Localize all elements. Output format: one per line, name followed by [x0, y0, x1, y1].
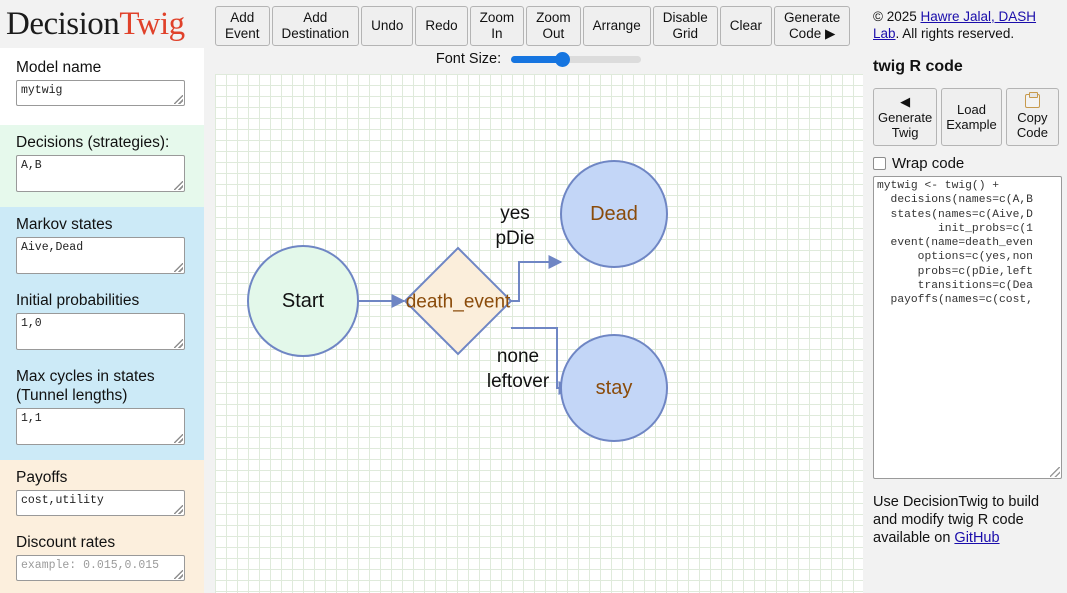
copyright-notice: © 2025 Hawre Jalal, DASH Lab. All rights… [873, 8, 1059, 42]
redo-button[interactable]: Redo [415, 5, 468, 46]
twig-code-textarea[interactable]: mytwig <- twig() + decisions(names=c(A,B… [873, 176, 1062, 479]
discount-rates-label: Discount rates [16, 534, 116, 551]
node-death-event-label: death_event [406, 292, 511, 313]
add-event-button[interactable]: Add Event [215, 5, 270, 46]
model-name-input[interactable] [16, 80, 185, 106]
wrap-code-checkbox[interactable] [873, 157, 886, 170]
font-size-slider[interactable] [511, 52, 642, 67]
markov-states-label: Markov states [16, 216, 113, 233]
right-panel: © 2025 Hawre Jalal, DASH Lab. All rights… [863, 0, 1067, 593]
zoom-out-button[interactable]: Zoom Out [526, 5, 581, 46]
decisions-label: Decisions (strategies): [16, 134, 170, 151]
edge-label-yes: yes [500, 203, 530, 224]
markov-states-input[interactable] [16, 237, 185, 274]
initial-probabilities-label: Initial probabilities [16, 292, 140, 309]
node-stay[interactable] [560, 334, 668, 442]
model-name-section: Model name [0, 48, 204, 125]
logo-text-decision: Decision [6, 6, 120, 42]
app-logo: DecisionTwig [0, 0, 204, 48]
dash-lab-link[interactable]: Hawre Jalal, DASH Lab [873, 9, 1037, 41]
diagram-svg[interactable]: Start death_event Dead stay yes pDie non… [215, 74, 863, 593]
twig-code-title: twig R code [873, 58, 963, 75]
slider-track [511, 56, 642, 63]
undo-button[interactable]: Undo [361, 5, 414, 46]
payoffs-label: Payoffs [16, 469, 68, 486]
load-example-button[interactable]: Load Example [941, 88, 1002, 146]
node-stay-label: stay [596, 377, 633, 399]
decisions-section: Decisions (strategies): [0, 125, 204, 207]
initial-probabilities-input[interactable] [16, 313, 185, 350]
generate-twig-label: Generate Twig [878, 109, 933, 140]
font-size-label: Font Size: [435, 51, 502, 67]
edge-label-pdie: pDie [495, 228, 534, 249]
font-size-row: Font Size: [204, 48, 863, 70]
clipboard-icon [1024, 91, 1040, 108]
edge-label-leftover: leftover [487, 371, 550, 392]
node-dead-label: Dead [590, 203, 638, 225]
github-link[interactable]: GitHub [954, 530, 1000, 546]
payoffs-section: Payoffs Discount rates [0, 460, 204, 593]
payoffs-input[interactable] [16, 490, 185, 516]
code-actions-row: ◀ Generate Twig Load Example Copy Code [873, 88, 1059, 146]
disable-grid-button[interactable]: Disable Grid [652, 5, 718, 46]
left-sidebar: DecisionTwig Model name Decisions (strat… [0, 0, 204, 593]
wrap-code-label: Wrap code [892, 155, 965, 172]
decisions-input[interactable] [16, 155, 185, 192]
generate-twig-button[interactable]: ◀ Generate Twig [873, 88, 938, 146]
copyright-suffix: . All rights reserved. [895, 26, 1015, 41]
copyright-prefix: © 2025 [873, 9, 921, 24]
edge-death-event-to-dead [511, 255, 563, 302]
clear-button[interactable]: Clear [719, 5, 772, 46]
node-dead[interactable] [560, 160, 668, 268]
footnote: Use DecisionTwig to build and modify twi… [873, 493, 1059, 547]
copy-code-label: Copy Code [1016, 110, 1048, 140]
generate-code-button[interactable]: Generate Code ▶ [774, 5, 851, 46]
slider-fill [511, 56, 561, 63]
code-content: mytwig <- twig() + decisions(names=c(A,B… [877, 180, 1033, 307]
copy-code-button[interactable]: Copy Code [1005, 88, 1059, 146]
zoom-in-button[interactable]: Zoom In [469, 5, 525, 46]
node-start-label: Start [282, 290, 325, 312]
max-cycles-input[interactable] [16, 408, 185, 445]
add-destination-button[interactable]: Add Destination [271, 5, 360, 46]
max-cycles-label: Max cycles in states (Tunnel lengths) [16, 368, 155, 404]
node-death-event[interactable] [403, 246, 513, 356]
edge-label-none: none [497, 346, 539, 367]
model-name-label: Model name [16, 59, 102, 76]
logo-text-twig: Twig [119, 6, 185, 42]
arrange-button[interactable]: Arrange [582, 5, 651, 46]
wrap-code-row[interactable]: Wrap code [873, 155, 1059, 172]
left-triangle-icon: ◀ [900, 93, 911, 109]
markov-section: Markov states Initial probabilities Max … [0, 207, 204, 460]
resize-grip-icon [1050, 467, 1060, 477]
slider-thumb[interactable] [554, 52, 570, 67]
discount-rates-input[interactable] [16, 555, 185, 581]
diagram-canvas[interactable]: Start death_event Dead stay yes pDie non… [215, 74, 863, 593]
node-start[interactable] [247, 245, 359, 357]
footnote-text: Use DecisionTwig to build and modify twi… [873, 494, 1040, 546]
load-example-label: Load Example [946, 102, 997, 132]
